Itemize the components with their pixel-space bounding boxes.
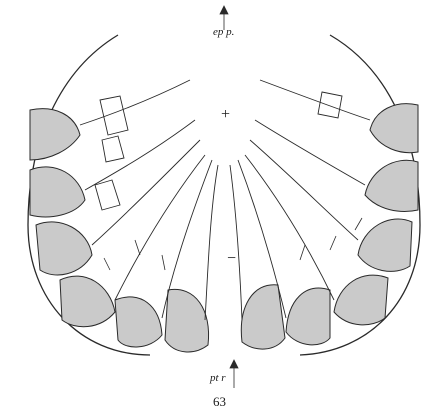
cell-layer-right bbox=[241, 104, 418, 349]
top-pole-label: ep p. bbox=[213, 26, 234, 38]
fibres-left bbox=[80, 80, 218, 320]
minus-sign: − bbox=[227, 250, 236, 268]
bottom-pole-label: pt r bbox=[210, 372, 226, 384]
figure-number: 63 bbox=[213, 394, 226, 410]
cell-layer-left bbox=[30, 109, 209, 352]
plus-sign: + bbox=[221, 106, 230, 124]
